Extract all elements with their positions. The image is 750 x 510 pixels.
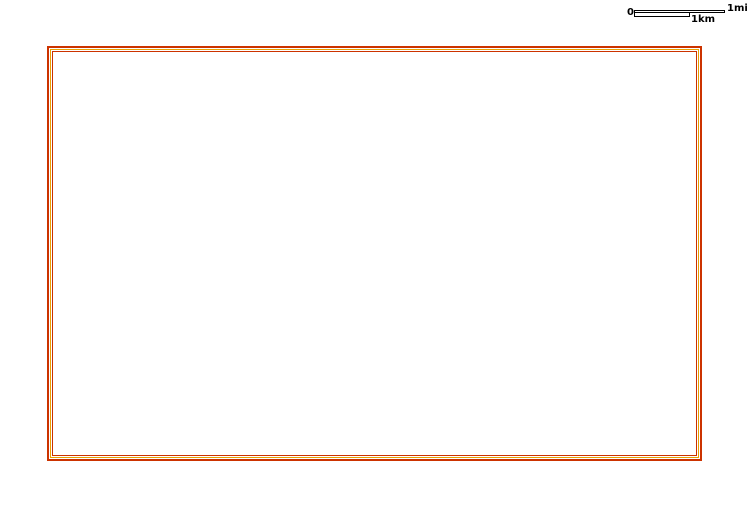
scale-line-kilometers xyxy=(634,13,690,17)
scale-zero-label: 0 xyxy=(627,7,634,18)
scale-mile-label: 1mi xyxy=(727,3,748,14)
map-boundary-inner-line xyxy=(50,49,699,458)
scale-line-miles xyxy=(634,10,725,13)
map-boundary-innermost-line xyxy=(52,51,697,456)
map-boundary-frame xyxy=(47,46,702,461)
scale-bar: 0 1mi 1km xyxy=(620,2,750,26)
scale-km-label: 1km xyxy=(691,14,716,25)
